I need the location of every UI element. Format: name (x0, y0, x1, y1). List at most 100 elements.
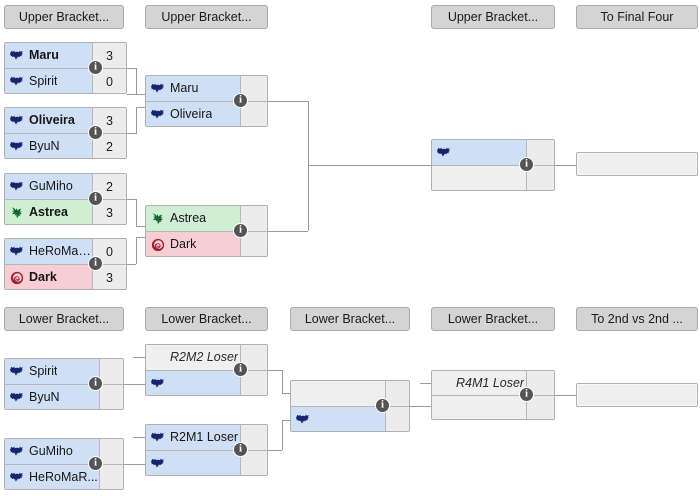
player-cell[interactable]: Astrea (146, 206, 240, 231)
match-info-icon[interactable]: i (375, 398, 390, 413)
player-name: Astrea (29, 206, 68, 219)
player-cell[interactable]: R4M1 Loser (432, 371, 526, 395)
player-cell[interactable] (291, 381, 385, 406)
match-info-icon[interactable]: i (519, 157, 534, 172)
match-row[interactable]: Maru (146, 76, 267, 101)
round-header-lower-5[interactable]: To 2nd vs 2nd ... (576, 307, 698, 331)
player-cell[interactable]: Maru (5, 43, 92, 68)
match-lb-r3m1[interactable] (290, 380, 410, 432)
match-row[interactable] (146, 370, 267, 395)
match-row[interactable]: ByuN (5, 384, 123, 409)
player-cell[interactable]: HeRoMaR... (5, 465, 99, 489)
bracket-connector (124, 464, 145, 465)
player-cell[interactable]: GuMiho (5, 439, 99, 464)
match-info-icon[interactable]: i (233, 93, 248, 108)
match-row[interactable] (432, 165, 554, 190)
match-info-icon[interactable]: i (519, 387, 534, 402)
match-info-icon[interactable]: i (88, 256, 103, 271)
match-info-icon[interactable]: i (88, 456, 103, 471)
player-cell[interactable] (291, 407, 385, 431)
match-info-icon[interactable]: i (233, 223, 248, 238)
match-row[interactable]: ByuN 2 (5, 133, 126, 158)
match-lb-r4m1[interactable]: R4M1 Loser (431, 370, 555, 420)
match-row[interactable]: Spirit (5, 359, 123, 384)
match-row[interactable] (432, 140, 554, 165)
terran-race-icon (151, 431, 165, 445)
match-info-icon[interactable]: i (233, 442, 248, 457)
player-cell[interactable]: HeRoMaR... (5, 239, 92, 264)
match-row[interactable]: Oliveira (146, 101, 267, 126)
player-cell[interactable]: Spirit (5, 69, 92, 93)
player-cell[interactable] (432, 166, 526, 190)
round-header-upper-2[interactable]: Upper Bracket... (145, 5, 268, 29)
player-name: HeRoMaR... (29, 471, 98, 484)
match-info-icon[interactable]: i (88, 60, 103, 75)
match-row[interactable]: HeRoMaR...0 (5, 239, 126, 264)
terran-race-icon (151, 377, 165, 391)
round-header-lower-2[interactable]: Lower Bracket... (145, 307, 268, 331)
match-row[interactable] (432, 395, 554, 419)
match-row[interactable]: Astrea (146, 206, 267, 231)
match-info-icon[interactable]: i (233, 362, 248, 377)
match-row[interactable]: R2M2 Loser (146, 345, 267, 370)
score-value: 2 (106, 139, 113, 154)
player-cell[interactable]: ByuN (5, 385, 99, 409)
match-info-icon[interactable]: i (88, 376, 103, 391)
player-cell[interactable] (432, 396, 526, 419)
player-cell[interactable] (432, 140, 526, 165)
match-row[interactable]: R2M1 Loser (146, 425, 267, 450)
player-cell[interactable] (146, 371, 240, 395)
player-cell[interactable]: Dark (146, 232, 240, 256)
lower-final-slot[interactable] (576, 383, 698, 407)
player-cell[interactable]: R2M1 Loser (146, 425, 240, 450)
player-cell[interactable]: Maru (146, 76, 240, 101)
player-cell[interactable] (146, 451, 240, 475)
match-row[interactable] (291, 381, 409, 406)
player-cell[interactable]: Oliveira (5, 108, 92, 133)
round-header-lower-1[interactable]: Lower Bracket... (4, 307, 124, 331)
terran-race-icon (151, 108, 165, 122)
player-cell[interactable]: GuMiho (5, 174, 92, 199)
bracket-connector (282, 420, 283, 450)
match-row[interactable] (146, 450, 267, 475)
bracket-connector (268, 370, 282, 371)
round-header-lower-3[interactable]: Lower Bracket... (290, 307, 410, 331)
match-row[interactable]: GuMiho (5, 439, 123, 464)
protoss-race-icon (10, 206, 24, 220)
upper-final-slot[interactable] (576, 152, 698, 176)
match-row[interactable] (291, 406, 409, 431)
round-header-lower-4[interactable]: Lower Bracket... (431, 307, 555, 331)
bracket-connector (124, 384, 145, 385)
round-header-upper-3[interactable]: Upper Bracket... (431, 5, 555, 29)
player-cell[interactable]: Astrea (5, 200, 92, 224)
round-header-upper-4[interactable]: To Final Four (576, 5, 698, 29)
player-cell[interactable]: ByuN (5, 134, 92, 158)
player-cell[interactable]: Dark (5, 265, 92, 289)
round-header-upper-1[interactable]: Upper Bracket... (4, 5, 124, 29)
match-lb-r2m1[interactable]: R2M2 Loser (145, 344, 268, 396)
match-info-icon[interactable]: i (88, 191, 103, 206)
match-row[interactable]: Dark (146, 231, 267, 256)
player-cell[interactable]: R2M2 Loser (146, 345, 240, 370)
player-cell[interactable]: Spirit (5, 359, 99, 384)
match-info-icon[interactable]: i (88, 125, 103, 140)
match-row[interactable]: R4M1 Loser (432, 371, 554, 395)
match-lb-r2m2[interactable]: R2M1 Loser (145, 424, 268, 476)
match-ub-r3m1[interactable] (431, 139, 555, 191)
player-cell[interactable]: Oliveira (146, 102, 240, 126)
match-row[interactable]: HeRoMaR... (5, 464, 123, 489)
